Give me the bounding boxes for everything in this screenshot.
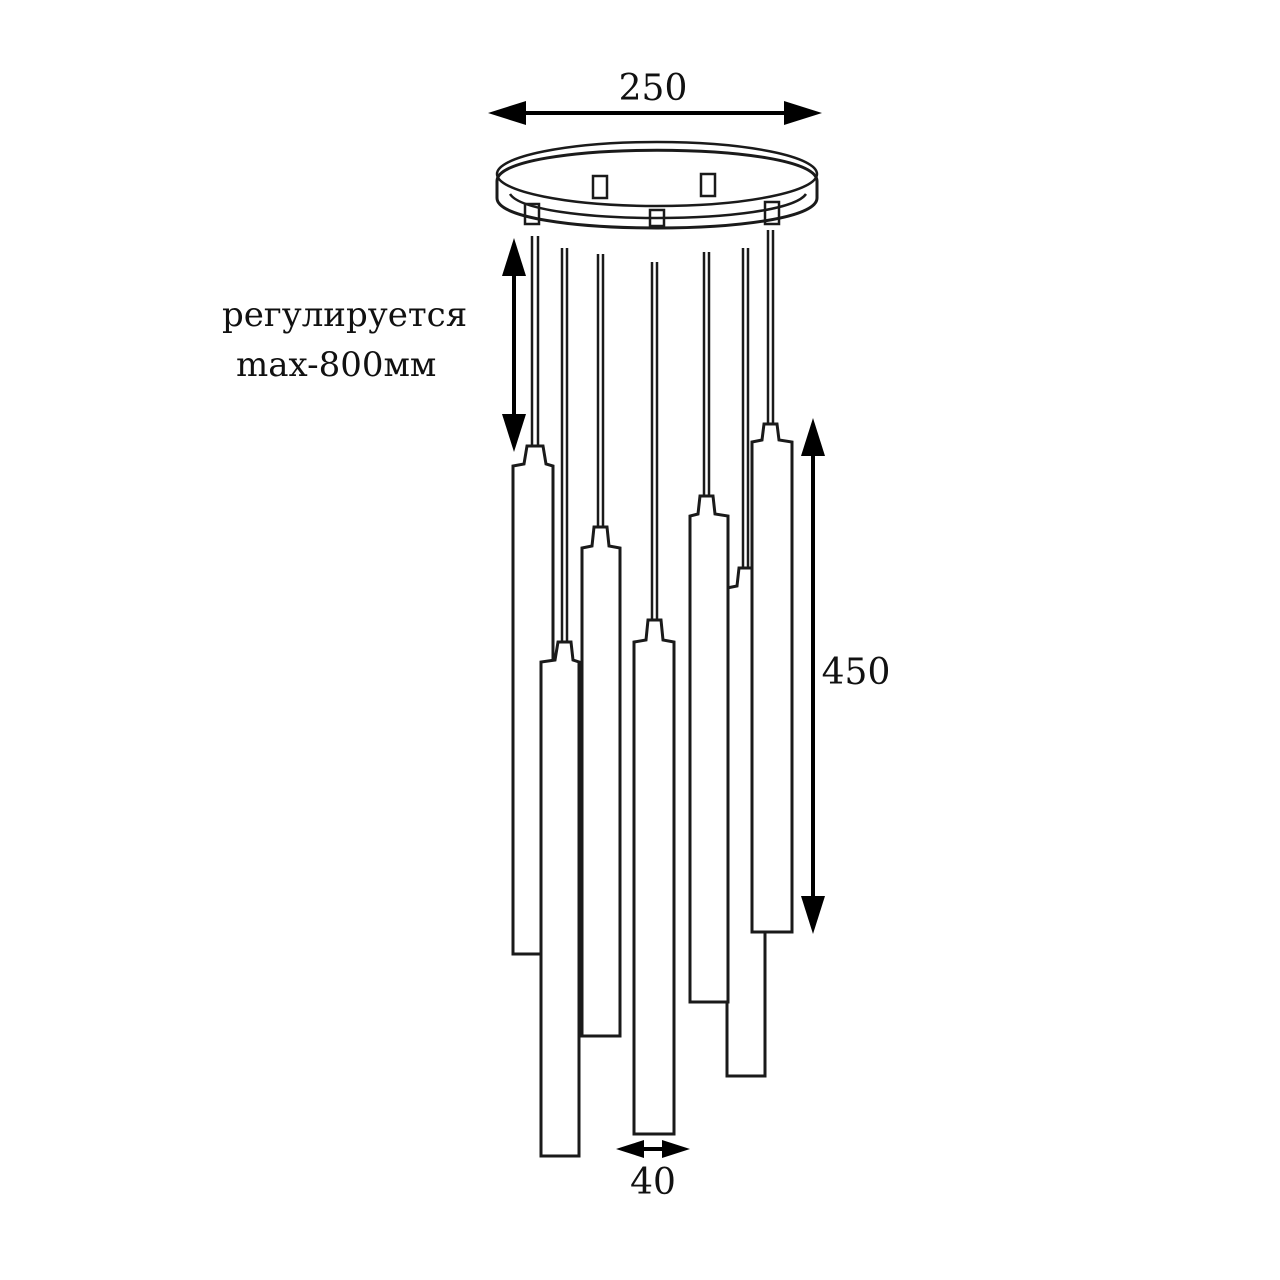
canopy-mount	[699, 172, 717, 198]
adjustable-arrow-top	[502, 238, 526, 276]
canopy-mount	[591, 174, 609, 200]
canopy-mount	[763, 200, 781, 226]
diameter-arrow-left	[616, 1140, 644, 1158]
height-label: 450	[822, 652, 891, 693]
width-label: 250	[619, 68, 688, 109]
height-dimension: 450	[801, 418, 890, 934]
cables	[530, 230, 775, 642]
canopy	[495, 140, 819, 230]
adjustable-label-line2: max-800мм	[236, 345, 436, 385]
height-arrow-bottom	[801, 896, 825, 934]
adjustable-arrow-bottom	[502, 414, 526, 452]
diameter-dimension: 40	[616, 1140, 690, 1203]
pendant-tube	[750, 422, 794, 934]
diameter-label: 40	[630, 1162, 676, 1203]
width-arrow-left	[488, 101, 526, 125]
width-arrow-right	[784, 101, 822, 125]
pendant-tube	[539, 640, 581, 1158]
canopy-body	[495, 148, 819, 230]
canopy-mount	[523, 202, 541, 226]
diameter-arrow-right	[662, 1140, 690, 1158]
canopy-top-edge	[495, 140, 819, 208]
pendant-tube	[688, 494, 730, 1004]
width-dimension: 250	[488, 68, 822, 125]
height-arrow-top	[801, 418, 825, 456]
tubes	[511, 422, 794, 1158]
adjustable-label-line1: регулируется	[222, 295, 467, 335]
canopy-mount	[648, 208, 666, 228]
adjustable-length-dimension: регулируется max-800мм	[222, 238, 526, 452]
pendant-tube	[632, 618, 676, 1136]
pendant-tube	[580, 525, 622, 1038]
